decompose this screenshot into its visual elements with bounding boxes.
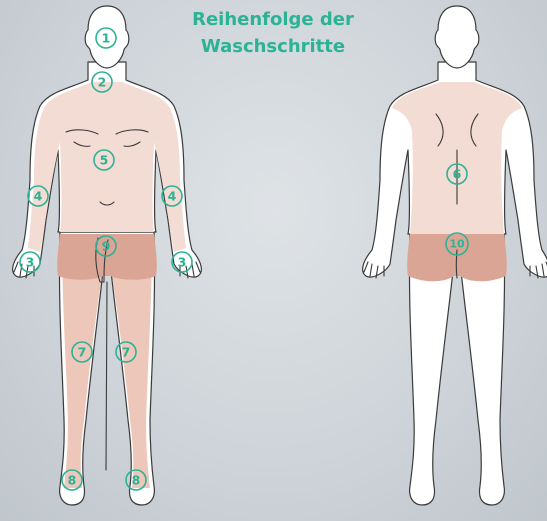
svg-text:7: 7	[122, 345, 131, 360]
svg-text:6: 6	[453, 167, 462, 182]
svg-text:4: 4	[168, 189, 177, 204]
svg-text:3: 3	[26, 255, 35, 270]
svg-text:2: 2	[98, 75, 107, 90]
svg-text:1: 1	[102, 31, 111, 46]
diagram-title: Reihenfolge der Waschschritte	[178, 6, 368, 60]
svg-text:8: 8	[132, 473, 141, 488]
svg-text:10: 10	[449, 238, 465, 251]
svg-text:7: 7	[78, 345, 87, 360]
svg-text:8: 8	[68, 473, 77, 488]
svg-text:5: 5	[100, 153, 109, 168]
svg-text:3: 3	[178, 255, 187, 270]
svg-text:9: 9	[102, 239, 111, 254]
title-line-1: Reihenfolge der	[178, 6, 368, 33]
title-line-2: Waschschritte	[178, 33, 368, 60]
svg-text:4: 4	[34, 189, 43, 204]
